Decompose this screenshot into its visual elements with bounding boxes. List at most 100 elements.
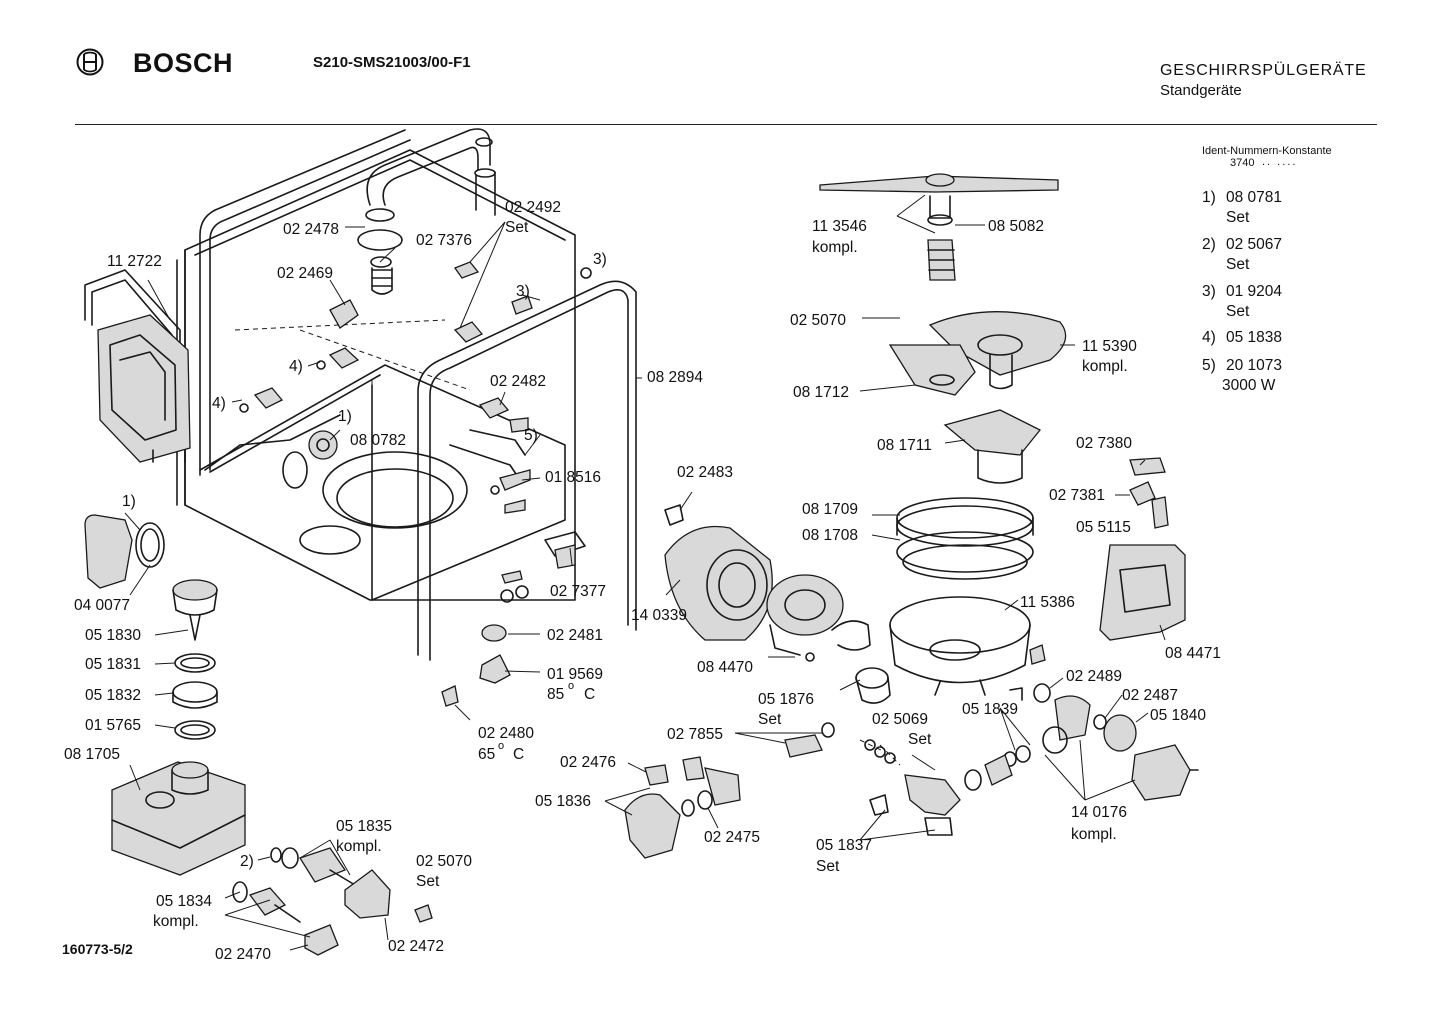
bosch-logo-icon (76, 48, 104, 76)
brand-name: BOSCH (133, 48, 234, 78)
callout-label: 02 2470 (215, 946, 272, 963)
callout-label: 85 (547, 686, 565, 703)
callout-label: 11 5386 (1020, 594, 1075, 611)
callout-label: 02 2480 (478, 725, 535, 742)
callout-label: 02 2489 (1066, 668, 1123, 685)
door-frame-illustration (199, 129, 637, 661)
category-subtitle: Standgeräte (1160, 82, 1242, 99)
sump-housing-illustration (889, 596, 1046, 701)
spray-arm-illustration (819, 173, 1059, 281)
callout-label: 08 1709 (802, 501, 859, 518)
drawing-number: 160773-5/2 (62, 941, 133, 957)
tub-illustration (176, 149, 576, 601)
constants-title: Ident-Nummern-Konstante (1202, 145, 1332, 157)
callout-label: 5) (524, 427, 538, 444)
callout-label: 11 2722 (107, 253, 162, 270)
callout-label: 02 2482 (490, 373, 547, 390)
callout-label: 02 2475 (704, 829, 761, 846)
constants-note: Set (1226, 303, 1250, 320)
callout-label: 02 2476 (560, 754, 617, 771)
callout-label: 08 4470 (697, 659, 754, 676)
callout-label: 3) (516, 283, 530, 300)
callout-label: 02 5070 (416, 853, 473, 870)
callout-label: C (513, 746, 525, 763)
callout-label: Set (416, 873, 440, 890)
constants-ref: 2) (1202, 236, 1216, 253)
callout-label: 02 2472 (388, 938, 445, 955)
callout-label: 04 0077 (74, 597, 131, 614)
callout-label: 02 2483 (677, 464, 734, 481)
callout-label: 02 2492 (505, 199, 562, 216)
callout-label: 01 5765 (85, 717, 142, 734)
callout-label: 2) (240, 853, 254, 870)
constants-number: 08 0781 (1226, 189, 1283, 206)
callout-label: 1) (122, 493, 136, 510)
callout-label: 08 1711 (877, 437, 932, 454)
filter-illustration (888, 311, 1067, 580)
callout-label: 11 5390 (1082, 338, 1137, 355)
model-code: S210-SMS21003/00-F1 (313, 54, 471, 71)
callout-label: 14 0339 (631, 607, 688, 624)
header-divider (75, 124, 1377, 125)
callout-label: Set (758, 711, 782, 728)
callout-label: o (568, 680, 575, 692)
callout-label: C (584, 686, 596, 703)
callout-label: 02 5070 (790, 312, 847, 329)
callout-label: 08 1712 (793, 384, 850, 401)
callout-label: 14 0176 (1071, 804, 1128, 821)
constants-note: 3000 W (1222, 377, 1276, 394)
valve-parts-illustration (232, 847, 433, 956)
callout-label: 05 1876 (758, 691, 815, 708)
constants-note: Set (1226, 256, 1250, 273)
small-fittings-illustration (239, 261, 592, 707)
callout-label: kompl. (812, 239, 858, 256)
callout-label: 05 5115 (1076, 519, 1131, 536)
callout-label: 4) (212, 395, 226, 412)
callout-label: 65 (478, 746, 496, 763)
callout-label: Set (505, 219, 529, 236)
callout-label: kompl. (336, 838, 382, 855)
supply-pipe-illustration (357, 128, 496, 295)
callout-label: 02 5069 (872, 711, 929, 728)
constants-placeholder-dots: .. .... (1262, 156, 1298, 168)
callout-label: o (498, 740, 505, 752)
constants-ref: 4) (1202, 329, 1216, 346)
callout-label: 02 7376 (416, 232, 473, 249)
callout-label: 02 2487 (1122, 687, 1179, 704)
callout-label: kompl. (153, 913, 199, 930)
callout-label: 01 9569 (547, 666, 604, 683)
callout-label: 02 2478 (283, 221, 340, 238)
callout-label: 02 7377 (550, 583, 607, 600)
constants-note: Set (1226, 209, 1250, 226)
constants-ref: 5) (1202, 357, 1216, 374)
callout-label: 3) (593, 251, 607, 268)
callout-label: 08 0782 (350, 432, 407, 449)
constants-number: 05 1838 (1226, 329, 1283, 346)
callout-label: Set (908, 731, 932, 748)
inlet-valve-illustration (624, 722, 835, 859)
callout-label: 05 1835 (336, 818, 393, 835)
constants-ref: 1) (1202, 189, 1216, 206)
callout-label: 11 3546 (812, 218, 867, 235)
callout-label: 02 7380 (1076, 435, 1133, 452)
callout-label: 05 1831 (85, 656, 142, 673)
callout-leaders (124, 194, 1166, 951)
callout-label: 01 8516 (545, 469, 602, 486)
pump-motor-illustration (664, 504, 891, 704)
category-title: GESCHIRRSPÜLGERÄTE (1160, 62, 1367, 79)
constants-number: 02 5067 (1226, 236, 1283, 253)
callout-label: Set (816, 858, 840, 875)
callout-label: 08 2894 (647, 369, 704, 386)
constants-ref: 3) (1202, 283, 1216, 300)
constants-number: 01 9204 (1226, 283, 1283, 300)
callout-label: 02 2469 (277, 265, 334, 282)
dispenser-illustration (84, 269, 191, 463)
callout-label: 08 5082 (988, 218, 1045, 235)
callout-label: 05 1834 (156, 893, 213, 910)
callout-label: 05 1839 (962, 701, 1019, 718)
constants-code: 3740 (1230, 157, 1255, 169)
callout-label: 02 7855 (667, 726, 724, 743)
heater-hose-illustration (859, 457, 1199, 836)
callout-label: 08 1708 (802, 527, 859, 544)
